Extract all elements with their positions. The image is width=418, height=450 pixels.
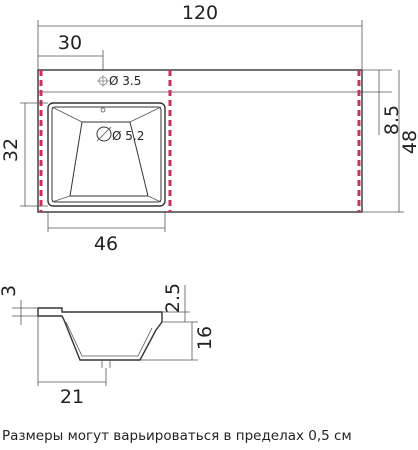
basin-inner (51, 106, 162, 203)
basin-edge-1 (51, 106, 83, 123)
dim-basin-label: 46 (94, 233, 118, 255)
basin-edge-3 (51, 195, 71, 203)
side-inner (65, 321, 153, 357)
side-profile (37, 307, 163, 361)
dim-offset-label: 30 (58, 32, 82, 54)
basin-edge-2 (129, 106, 162, 123)
dim-top-label: 8.5 (381, 105, 403, 135)
dim-top-thickness-label: 3 (0, 285, 20, 297)
tolerance-note: Размеры могут варьироваться в пределах 0… (2, 428, 352, 444)
drain-hole-icon (96, 126, 112, 142)
drain-hole-leader (96, 126, 112, 142)
drain-hole-label: Ø 5.2 (112, 129, 144, 143)
side-view: 3 2.5 16 21 (0, 283, 216, 408)
overflow-hole (100, 107, 106, 113)
dim-height-label: 48 (399, 130, 418, 154)
dim-width-label: 120 (182, 2, 218, 24)
dim-side-width-label: 21 (60, 386, 84, 408)
basin-outline (47, 102, 166, 207)
basin-edge-4 (147, 195, 162, 203)
dim-side-depth-label: 16 (194, 326, 216, 350)
tap-hole-label: Ø 3.5 (109, 74, 141, 88)
countertop-outline (37, 69, 363, 213)
dim-rim-label: 2.5 (162, 283, 184, 313)
top-view: Ø 5.2 Ø 3.5 120 30 8.5 48 32 46 (0, 2, 418, 255)
dim-depth-label: 32 (0, 138, 22, 162)
